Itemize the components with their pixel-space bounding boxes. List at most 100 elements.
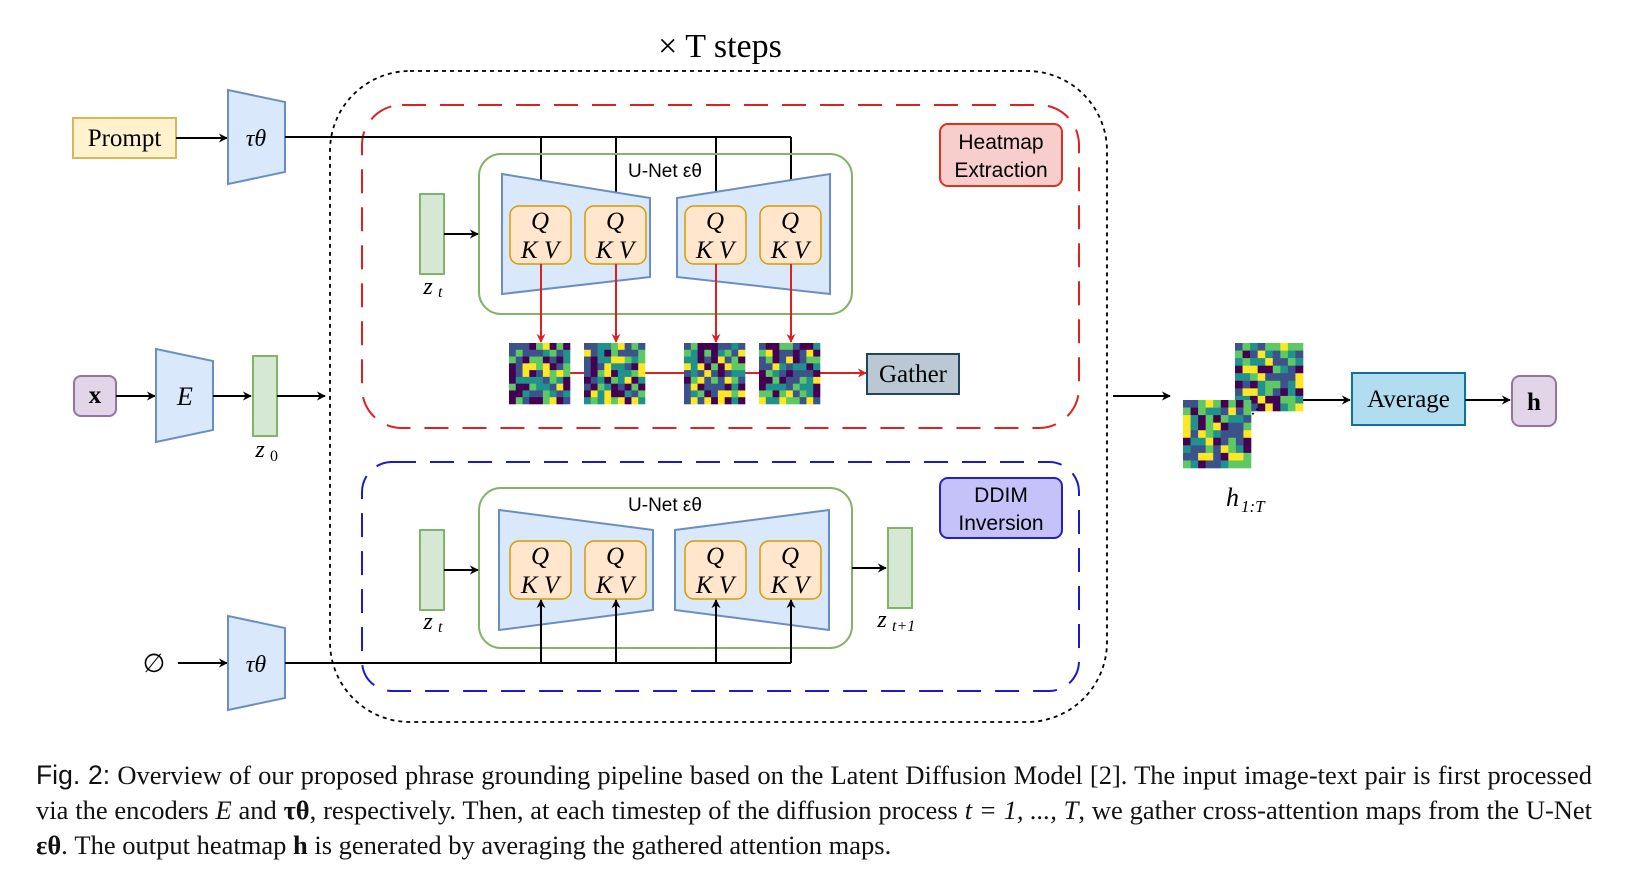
heatmap-cell [515, 356, 523, 364]
heatmap-cell [1198, 460, 1206, 469]
heatmap-cell [590, 349, 598, 357]
heatmap-cell [684, 343, 692, 351]
heatmaps-label: h 1:T [1226, 483, 1266, 516]
heatmap-cell [792, 356, 800, 364]
svg-text:Q: Q [706, 208, 724, 235]
heatmap-cell [759, 383, 767, 391]
heatmap-cell [1205, 452, 1214, 461]
heatmap-cell [1257, 350, 1266, 359]
heatmap-cell [786, 356, 794, 364]
heatmap-cell [1220, 415, 1229, 423]
svg-text:K V: K V [520, 572, 562, 599]
heatmap-cell [813, 376, 821, 384]
heatmap-cell [617, 343, 625, 351]
heatmap-cell [1280, 403, 1289, 412]
heatmap-cell [515, 343, 523, 351]
heatmap-cell [1235, 388, 1243, 397]
heatmap-cell [624, 370, 632, 378]
heatmap-cell [738, 370, 746, 378]
heatmap-cell [1287, 388, 1296, 397]
heatmap-cell [1183, 445, 1191, 454]
heatmap-cell [1213, 407, 1222, 416]
heatmap-cell [697, 356, 705, 364]
heatmap-cell [584, 363, 592, 371]
heatmap-cell [1243, 400, 1252, 408]
heatmap-cell [1265, 343, 1274, 351]
heatmap-cell [684, 376, 692, 384]
heatmap-cell [684, 397, 692, 405]
heatmap-cell [597, 343, 605, 351]
heatmap-cell [1198, 415, 1206, 423]
heatmap-cell [624, 363, 632, 371]
svg-text:K V: K V [595, 237, 637, 264]
svg-text:Extraction: Extraction [954, 159, 1047, 182]
heatmap-cell [711, 343, 719, 351]
heatmap-cell [1287, 373, 1296, 382]
text-encoder-top: τθ [227, 88, 286, 186]
heatmap-cell [1250, 373, 1258, 382]
heatmap-cell [738, 363, 746, 371]
heatmap-cell [1242, 350, 1251, 359]
heatmap-cell [772, 349, 780, 357]
heatmap-cell [1272, 343, 1281, 351]
heatmap-cell [704, 390, 712, 398]
heatmap-cell [1250, 358, 1258, 366]
svg-text:K V: K V [520, 237, 562, 264]
heatmap-cell [704, 363, 712, 371]
heatmap-cell [529, 376, 537, 384]
heatmap-cell [813, 356, 821, 364]
heatmap-cell [1272, 395, 1281, 404]
heatmap-cell [1183, 430, 1191, 439]
svg-text:z: z [422, 609, 433, 635]
heatmap-cell [617, 376, 625, 384]
heatmap-cell [1183, 452, 1191, 461]
heatmap-cell [515, 383, 523, 391]
heatmap-cell [779, 390, 787, 398]
heatmap-cell [597, 370, 605, 378]
heatmap-cell [786, 376, 794, 384]
heatmap-cell [731, 370, 739, 378]
heatmap-cell [1198, 452, 1206, 461]
heatmap-cell [509, 383, 517, 391]
attention-map-1 [509, 343, 571, 405]
heatmap-cell [536, 390, 544, 398]
heatmap-cell [1183, 415, 1191, 423]
heatmap-cell [1280, 373, 1289, 382]
heatmap-cell [617, 390, 625, 398]
heatmap-cell [759, 356, 767, 364]
svg-text:Q: Q [781, 543, 799, 570]
heatmap-cell [563, 356, 571, 364]
heatmap-cell [611, 343, 619, 351]
caption-eps: εθ [36, 830, 62, 860]
heatmap-cell [717, 343, 725, 351]
heatmap-cell [765, 383, 773, 391]
heatmap-cell [529, 397, 537, 405]
heatmap-cell [1235, 445, 1244, 454]
heatmap-cell [549, 376, 557, 384]
svg-text:Q: Q [706, 543, 724, 570]
image-encoder-E: E [155, 347, 214, 444]
heatmap-cell [563, 397, 571, 405]
heatmap-cell [1280, 350, 1289, 359]
heatmap-cell [792, 390, 800, 398]
heatmap-cell [1287, 343, 1296, 351]
heatmap-cell [765, 370, 773, 378]
heatmap-cell [1280, 358, 1289, 366]
heatmap-cell [799, 376, 807, 384]
heatmap-cell [638, 363, 646, 371]
heatmap-cell [799, 383, 807, 391]
heatmap-cell [813, 363, 821, 371]
heatmap-cell [1235, 395, 1243, 404]
heatmap-cell [1272, 350, 1281, 359]
heatmap-cell [1280, 395, 1289, 404]
heatmap-cell [1257, 395, 1266, 404]
heatmap-cell [806, 390, 814, 398]
heatmap-cell [556, 343, 564, 351]
heatmap-cell [704, 376, 712, 384]
heatmap-cell [617, 383, 625, 391]
heatmap-cell [792, 370, 800, 378]
heatmap-cell [638, 397, 646, 405]
heatmap-cell [1190, 422, 1199, 431]
caption-t-eq: t = 1, ..., T [964, 795, 1079, 825]
heatmap-cell [1228, 422, 1237, 431]
